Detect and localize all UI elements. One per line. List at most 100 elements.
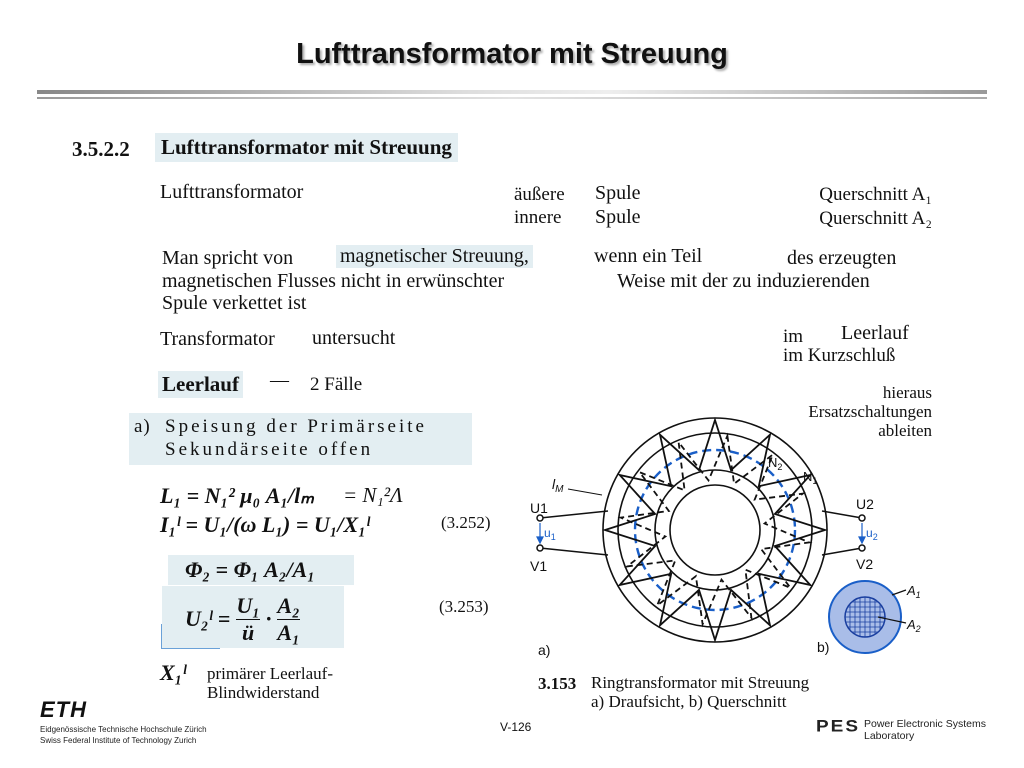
- label-b: b): [817, 639, 829, 655]
- terminal-u2: [858, 514, 866, 522]
- inner-ring-edge: [654, 469, 776, 591]
- equation-number-3252: (3.252): [441, 513, 491, 532]
- cross-section-a2: Querschnitt A₂: [819, 208, 932, 229]
- equation-number-3253: (3.253): [439, 597, 489, 616]
- reactance-desc2: Blindwiderstand: [207, 683, 320, 702]
- eq4-f2-den: A₁: [277, 619, 300, 645]
- header-rule-thin: [37, 97, 987, 99]
- page-number: V-126: [500, 720, 532, 734]
- label-a: a): [538, 642, 550, 658]
- item-a-box: [129, 413, 472, 465]
- eq4-fraction2: A₂ A₁: [277, 592, 300, 646]
- intro-spule: Spule Spule: [595, 181, 641, 229]
- primary-leads: [536, 510, 866, 556]
- investigation-im: im: [783, 326, 804, 347]
- terminal-v2: [858, 544, 866, 552]
- lm-pointer: [567, 488, 603, 496]
- ersatzschaltungen: Ersatzschaltungen: [808, 402, 932, 421]
- eq4-dot: ·: [265, 606, 272, 631]
- equation-flux: Φ₂ = Φ₁ A₂/A₁: [185, 557, 315, 582]
- item-a-line1: Speisung der Primärseite: [165, 416, 427, 437]
- slide-title: Lufttransformator mit Streuung: [296, 38, 728, 70]
- outer-label: äußere: [514, 184, 565, 205]
- eth-logo: ETH: [40, 697, 87, 722]
- label-n2: N2: [768, 455, 782, 472]
- cases-count: 2 Fälle: [310, 374, 363, 395]
- definition-part3: des erzeugten: [787, 247, 897, 269]
- intro-left: Lufttransformator: [160, 181, 304, 203]
- definition-part2: wenn ein Teil: [594, 245, 703, 267]
- hieraus: hieraus: [882, 383, 932, 402]
- equation-voltage: U₂ˡ = U₁ ü · A₂ A₁: [185, 591, 300, 647]
- pes-logo: PES: [816, 717, 861, 736]
- definition-part1: Man spricht von: [162, 247, 294, 269]
- ring-transformer-figure: U1 V1 U2 V2 u1 u2 lM N2 N1 a) b) A1 A2: [530, 417, 921, 658]
- eq4-fraction1: U₁ ü: [236, 593, 260, 646]
- investigation-left: Transformator: [160, 328, 275, 350]
- label-u2: U2: [856, 496, 874, 512]
- cross-section: [828, 580, 907, 654]
- label-u1: U1: [530, 500, 548, 516]
- terminal-u1: [536, 514, 544, 522]
- spule-inner: Spule: [595, 206, 641, 228]
- outer-ring-edge: [602, 417, 828, 643]
- pes-line2: Laboratory: [864, 730, 915, 742]
- winding-zigzags: [602, 417, 828, 643]
- label-n1: N1: [803, 469, 817, 486]
- item-a-line2: Sekundärseite offen: [165, 439, 374, 460]
- equation-current: I₁ˡ = U₁/(ω L₁) = U₁/X₁ˡ: [160, 512, 370, 537]
- cross-section-a1: Querschnitt A₁: [819, 184, 932, 205]
- caption-line1: Ringtransformator mit Streuung: [591, 673, 810, 692]
- intro-outer-inner: äußere innere: [514, 183, 565, 229]
- intro-cross-sections: Querschnitt A₁ Querschnitt A₂: [819, 183, 932, 231]
- eq4-f1-den: ü: [241, 619, 255, 645]
- equation-inductance-extra: = N₁²Λ: [343, 483, 403, 507]
- hieraus-note: hieraus Ersatzschaltungen ableiten: [808, 383, 932, 440]
- investigation-kurzschluss: im Kurzschluß: [783, 345, 896, 366]
- reactance-description: primärer Leerlauf- Blindwiderstand: [207, 664, 333, 702]
- eth-line2: Swiss Federal Institute of Technology Zu…: [40, 736, 197, 745]
- label-a1: A1: [906, 583, 921, 600]
- reactance-symbol: X₁ˡ: [160, 660, 187, 685]
- pes-line1: Power Electronic Systems: [864, 718, 986, 730]
- label-v1: V1: [530, 558, 547, 574]
- eth-line1: Eidgenössische Technische Hochschule Zür…: [40, 725, 207, 734]
- terminal-v1: [536, 544, 544, 552]
- section-heading: Lufttransformator mit Streuung: [155, 133, 458, 162]
- eq4-bracket: [161, 624, 220, 649]
- pes-text: Power Electronic Systems Laboratory: [864, 718, 986, 742]
- inner-label: innere: [514, 207, 562, 228]
- cases-dash: —: [270, 370, 289, 391]
- eth-text: Eidgenössische Technische Hochschule Zür…: [40, 724, 207, 746]
- definition-highlight: magnetischer Streuung,: [336, 245, 533, 268]
- secondary-winding-n2: [617, 432, 813, 628]
- header-rule: [37, 90, 987, 94]
- eq3-box: [168, 555, 354, 585]
- label-u1-small: u1: [544, 526, 556, 542]
- reactance-desc1: primärer Leerlauf-: [207, 664, 333, 683]
- eq4-f2-num: A₂: [277, 592, 300, 620]
- definition-line2a: magnetischen Flusses nicht in erwünschte…: [162, 270, 505, 292]
- spule-outer: Spule: [595, 182, 641, 204]
- figure-caption: Ringtransformator mit Streuung a) Draufs…: [591, 673, 809, 711]
- section-number: 3.5.2.2: [72, 137, 130, 161]
- ableiten: ableiten: [878, 421, 932, 440]
- voltage-arrows: [536, 523, 866, 545]
- eq4-f1-num: U₁: [236, 592, 260, 620]
- equation-inductance: L₁ = N₁² μ₀ A₁/lₘ: [160, 483, 314, 508]
- label-u2-small: u2: [866, 526, 878, 542]
- leerlauf-heading: Leerlauf: [158, 371, 243, 398]
- primary-winding-n1: [602, 417, 828, 643]
- outer-winding-edge: [617, 432, 813, 628]
- investigation-leerlauf: Leerlauf: [841, 322, 909, 344]
- definition-line3: Spule verkettet ist: [162, 292, 307, 314]
- figure-caption-number: 3.153: [538, 674, 577, 693]
- label-v2: V2: [856, 556, 873, 572]
- item-a-label: a): [134, 416, 151, 437]
- eq4-box: [162, 586, 344, 648]
- core-hole-edge: [669, 484, 761, 576]
- caption-line2: a) Draufsicht, b) Querschnitt: [591, 692, 787, 711]
- label-a2: A2: [906, 617, 921, 634]
- label-lm: lM: [552, 476, 564, 495]
- eq4-lhs: U₂ˡ =: [185, 606, 231, 631]
